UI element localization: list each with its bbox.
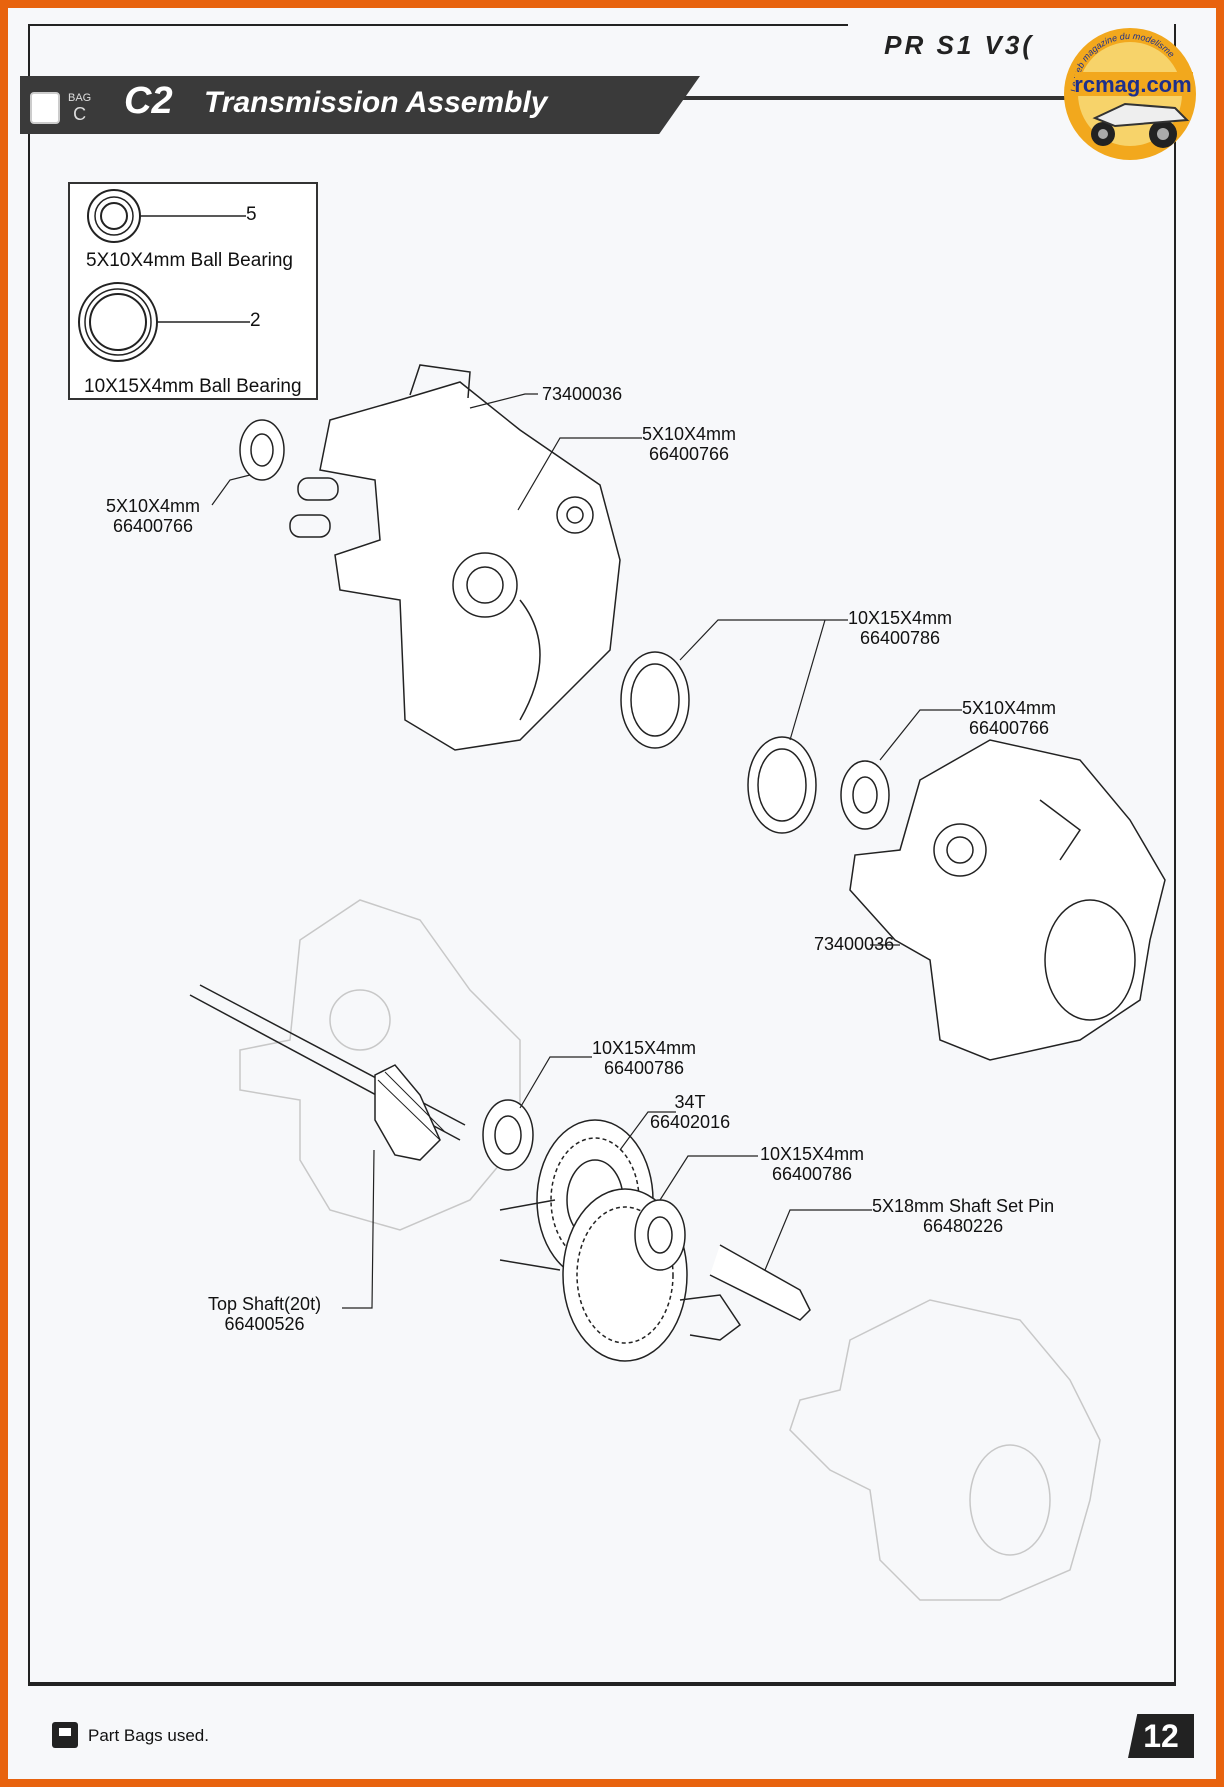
callout-shaft-pin: 5X18mm Shaft Set Pin 66480226 bbox=[872, 1196, 1055, 1236]
callout-case-left: 73400036 bbox=[542, 384, 623, 404]
bag-prefix: BAG bbox=[68, 92, 92, 104]
bag-icon bbox=[30, 92, 60, 124]
footer-rule bbox=[28, 1684, 1176, 1686]
diff-gear bbox=[499, 1188, 742, 1362]
parts-box: 5 5X10X4mm Ball Bearing 2 10X15X4mm Ball… bbox=[68, 182, 318, 400]
leader-lines bbox=[211, 393, 962, 1309]
footer-text: Part Bags used. bbox=[88, 1726, 209, 1745]
step-title: Transmission Assembly bbox=[204, 86, 548, 119]
bag-letter: C bbox=[73, 104, 87, 124]
page-frame bbox=[28, 24, 1176, 1684]
logo-text: rcmag.com bbox=[1074, 72, 1191, 97]
callout-bearing-lower2: 10X15X4mm 66400786 bbox=[760, 1144, 865, 1184]
rcmag-logo: Le web magazine du modelisme rcmag.com bbox=[1064, 28, 1196, 160]
bearing-center-lower bbox=[747, 736, 817, 834]
faded-right-case bbox=[789, 1299, 1101, 1601]
frame-top-rule bbox=[28, 24, 848, 26]
step-code: C2 bbox=[124, 80, 173, 122]
left-case bbox=[289, 364, 621, 751]
bearing-small-qty: 5 bbox=[246, 204, 257, 225]
callout-bearing-left-outer: 5X10X4mm 66400766 bbox=[106, 496, 201, 536]
bearing-large-qty: 2 bbox=[250, 310, 261, 331]
callout-bearing-left-inner: 5X10X4mm 66400766 bbox=[642, 424, 737, 464]
callout-bearing-center: 10X15X4mm 66400786 bbox=[848, 608, 953, 648]
bearing-small-label: 5X10X4mm Ball Bearing bbox=[86, 250, 293, 271]
callout-case-right: 73400036 bbox=[814, 934, 895, 954]
top-shaft bbox=[189, 984, 466, 1161]
bearing-right bbox=[840, 760, 890, 830]
step-banner bbox=[20, 76, 700, 134]
bearing-left-outer bbox=[239, 419, 285, 481]
callout-gear-34t: 34T 66402016 bbox=[650, 1092, 731, 1132]
bearing-large-label: 10X15X4mm Ball Bearing bbox=[84, 376, 302, 397]
faded-left-case bbox=[239, 899, 521, 1231]
bag-label: BAG C bbox=[68, 92, 91, 124]
parts-box-drawing bbox=[78, 189, 250, 362]
bearing-lower1 bbox=[482, 1099, 534, 1171]
shaft-set-pin bbox=[709, 1244, 811, 1321]
callout-bearing-lower1: 10X15X4mm 66400786 bbox=[592, 1038, 697, 1078]
callout-bearing-right: 5X10X4mm 66400766 bbox=[962, 698, 1057, 738]
page-number: 12 bbox=[1128, 1714, 1194, 1758]
part-bag-icon bbox=[52, 1722, 78, 1748]
bearing-center-upper bbox=[620, 651, 690, 749]
model-name: PR S1 V3( bbox=[884, 30, 1034, 60]
right-case bbox=[849, 739, 1166, 1061]
callout-top-shaft: Top Shaft(20t) 66400526 bbox=[208, 1294, 322, 1334]
